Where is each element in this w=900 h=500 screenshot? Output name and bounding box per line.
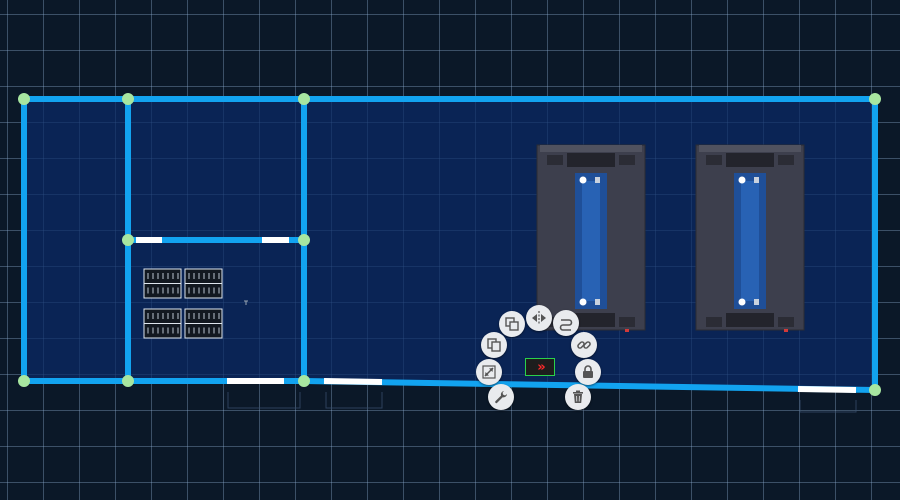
delete-button[interactable] [565,384,591,410]
trash-icon [573,390,583,403]
ghost-dimension-marks [227,392,857,413]
swap-icon [559,319,573,331]
doors[interactable] [136,237,857,393]
link-icon [577,341,591,349]
wrench-button[interactable] [488,384,514,410]
double-chevron-right-icon: » [537,359,546,375]
wrench-icon [495,391,507,404]
resize-button[interactable] [476,359,502,385]
wall-node [18,375,30,387]
rack-arrays[interactable] [143,268,248,339]
server-racks[interactable] [536,144,805,332]
door [323,378,383,385]
swap-button[interactable] [553,310,579,336]
flip-button[interactable] [526,305,552,331]
wall-bottom-right [301,378,878,393]
rack-array-3 [143,308,182,339]
server-rack-2 [695,144,805,332]
cursor-marker-icon [244,300,248,305]
wall-node [122,93,134,105]
resize-icon [482,365,496,379]
wall-node [298,234,310,246]
wall-nodes[interactable] [18,93,881,396]
wall-node [869,384,881,396]
wall-node [298,93,310,105]
wall-node [122,375,134,387]
wall-node [18,93,30,105]
duplicate-button[interactable] [499,311,525,337]
server-rack-1 [536,144,646,332]
wall-node [869,93,881,105]
lock-icon [583,365,593,378]
wall-node [122,234,134,246]
copy-icon [487,338,501,352]
room-floor [24,99,875,390]
link-button[interactable] [571,332,597,358]
rack-array-2 [184,268,223,299]
rack-array-1 [143,268,182,299]
duplicate-icon [505,317,519,331]
lock-button[interactable] [575,359,601,385]
move-handle[interactable]: » [525,358,555,376]
rack-array-4 [184,308,223,339]
wall-node [298,375,310,387]
door [797,386,857,393]
flip-icon [532,311,546,325]
copy-button[interactable] [481,332,507,358]
